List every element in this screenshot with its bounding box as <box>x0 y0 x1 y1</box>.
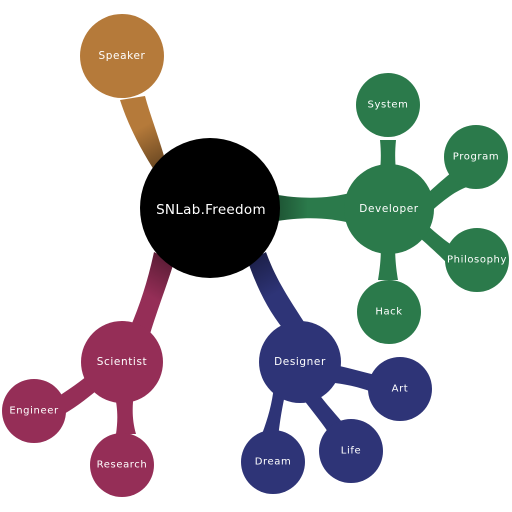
leaf-label-system: System <box>368 100 409 111</box>
branch-node-designer[interactable]: Designer <box>259 321 341 403</box>
branch-label-developer: Developer <box>359 203 418 215</box>
leaf-node-life[interactable]: Life <box>319 419 383 483</box>
branch-node-scientist[interactable]: Scientist <box>81 321 163 403</box>
branch-node-speaker[interactable]: Speaker <box>80 14 164 98</box>
connector-developer <box>272 193 350 223</box>
leaf-label-dream: Dream <box>255 457 292 468</box>
leaf-node-engineer[interactable]: Engineer <box>2 379 66 443</box>
leaf-label-hack: Hack <box>375 307 402 318</box>
connector-speaker <box>120 96 168 182</box>
leaf-label-philosophy: Philosophy <box>447 255 507 266</box>
branch-node-developer[interactable]: Developer <box>344 164 434 254</box>
leaf-node-art[interactable]: Art <box>368 357 432 421</box>
leaf-node-philosophy[interactable]: Philosophy <box>445 228 509 292</box>
connector-designer <box>248 252 304 330</box>
branch-label-scientist: Scientist <box>97 356 148 368</box>
leaf-label-engineer: Engineer <box>9 406 59 417</box>
branch-label-designer: Designer <box>274 356 326 368</box>
branch-label-speaker: Speaker <box>99 50 146 62</box>
leaf-node-program[interactable]: Program <box>444 125 508 189</box>
leaf-node-research[interactable]: Research <box>90 433 154 497</box>
leaf-node-hack[interactable]: Hack <box>357 280 421 344</box>
center-node[interactable]: SNLab.Freedom <box>140 138 280 278</box>
leaf-label-life: Life <box>341 446 361 457</box>
leaf-node-system[interactable]: System <box>356 73 420 137</box>
center-node-label: SNLab.Freedom <box>156 202 266 218</box>
leaf-label-art: Art <box>392 384 409 395</box>
leaf-node-dream[interactable]: Dream <box>241 430 305 494</box>
connector-designer-dream <box>262 386 286 438</box>
leaf-label-program: Program <box>453 152 499 163</box>
connector-scientist <box>130 252 174 334</box>
leaf-label-research: Research <box>97 460 148 471</box>
